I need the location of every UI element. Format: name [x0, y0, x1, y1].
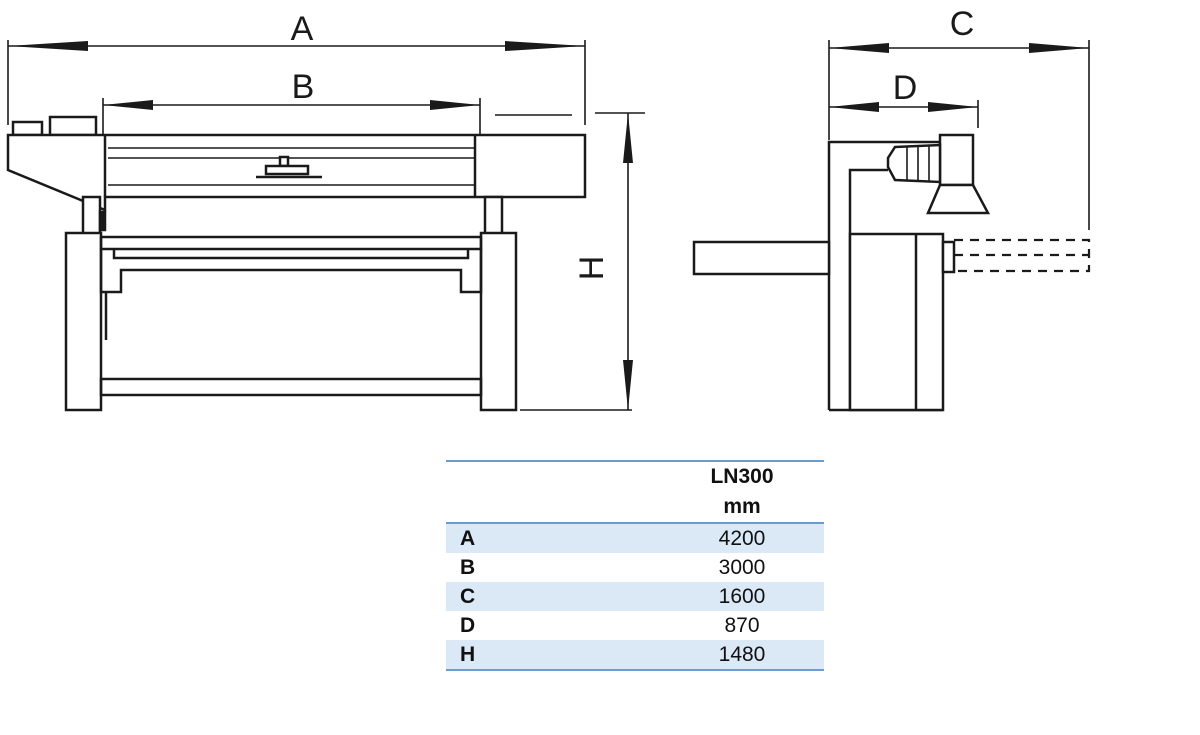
row-value: 1480 [660, 640, 824, 671]
extension-arm [692, 240, 831, 276]
post-right [483, 195, 504, 236]
control-block-small [11, 120, 44, 137]
table-top-rail [99, 235, 483, 251]
front-view: A B H [6, 10, 645, 412]
post-left [81, 195, 102, 236]
dim-d-label: D [893, 69, 918, 107]
row-value: 3000 [718, 555, 766, 579]
post-clip [98, 210, 107, 232]
carriage-body [264, 164, 310, 176]
side-view: C D [692, 5, 1091, 412]
header-model: LN300 [660, 460, 824, 492]
row-label: C [446, 582, 660, 611]
dim-d-arrow-left [829, 102, 879, 112]
row-value: 870 [724, 613, 760, 637]
row-label: B [460, 555, 476, 579]
header-unit: mm [660, 492, 824, 524]
dim-h-arrow-bottom [623, 360, 633, 410]
dim-h-label: H [573, 256, 611, 281]
row-label: D [460, 613, 476, 637]
table-row: B 3000 [446, 553, 824, 582]
table-tray-inner [112, 249, 470, 260]
head-column [938, 133, 975, 187]
header-blank-cell [446, 460, 660, 492]
motor-housing [886, 143, 942, 184]
leg-right [479, 231, 518, 412]
dim-b-label: B [292, 68, 315, 106]
dim-b-arrow-right [430, 100, 480, 110]
dim-c-arrow-left [829, 43, 889, 53]
row-label: A [446, 523, 660, 553]
row-label: H [446, 640, 660, 671]
dim-c-arrow-right [1029, 43, 1089, 53]
machine-drawing: A B H [6, 5, 1091, 412]
lower-stretcher [99, 377, 483, 397]
carriage-post [278, 155, 290, 168]
table-unit-row: mm [446, 492, 824, 524]
leg-left [64, 231, 103, 412]
dim-a-arrow-right [505, 41, 585, 51]
arm-collar [941, 240, 956, 274]
head-foot [926, 183, 991, 215]
dim-a-label: A [291, 10, 314, 48]
table-row: C 1600 [446, 582, 824, 611]
control-block-large [48, 115, 98, 137]
table-row: A 4200 [446, 523, 824, 553]
table-row: D 870 [446, 611, 824, 640]
dim-h-arrow-top [623, 113, 633, 163]
dim-b-arrow-left [103, 100, 153, 110]
dim-c-label: C [950, 5, 975, 43]
row-value: 1600 [660, 582, 824, 611]
table-tray [99, 249, 483, 294]
table-row: H 1480 [446, 640, 824, 671]
dim-a-arrow-left [8, 41, 88, 51]
dimensions-table: LN300 mm A 4200 B 3000 C 1600 D 870 H 14… [446, 460, 824, 671]
unit-blank-cell [446, 492, 660, 524]
row-value: 4200 [660, 523, 824, 553]
side-body [848, 232, 945, 412]
dim-d-arrow-right [928, 102, 978, 112]
table-header-row: LN300 [446, 460, 824, 492]
